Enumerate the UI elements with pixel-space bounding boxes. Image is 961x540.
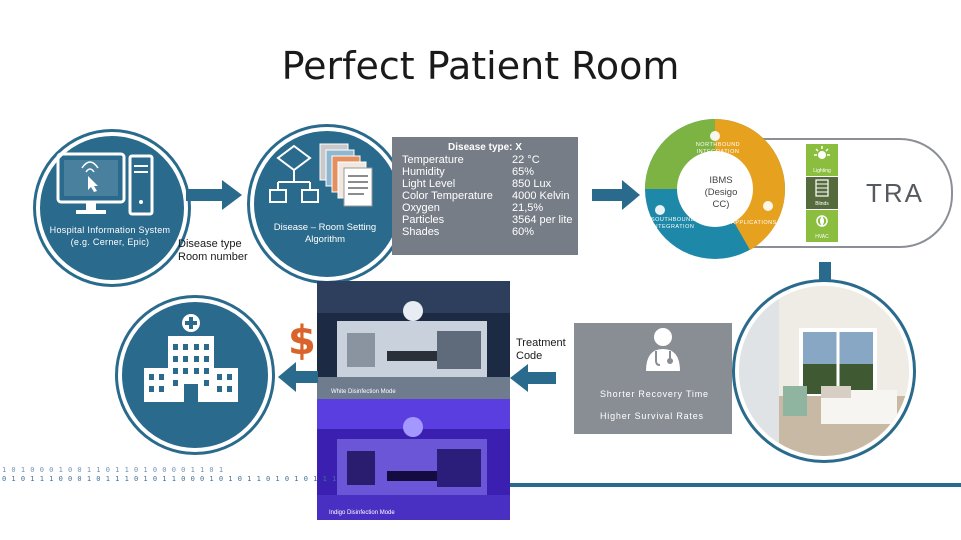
indigo-mode-caption: Indigo Disinfection Mode xyxy=(329,510,395,516)
southbound-label: SOUTHBOUND INTEGRATION xyxy=(650,217,696,230)
white-disinfection-photo: White Disinfection Mode xyxy=(317,281,510,399)
settings-title: Disease type: X xyxy=(448,142,522,153)
white-mode-caption: White Disinfection Mode xyxy=(331,389,396,395)
computer-icon xyxy=(56,152,154,216)
his-circle xyxy=(36,132,188,284)
hvac-icon xyxy=(816,215,828,227)
outcome-survival: Higher Survival Rates xyxy=(600,411,704,421)
patient-room-photo xyxy=(735,282,913,460)
ibms-ring-backdrop xyxy=(706,138,953,248)
his-label: Hospital Information System (e.g. Cerner… xyxy=(49,225,171,247)
footer-rule xyxy=(510,483,961,487)
arrow-left-icon xyxy=(278,362,318,392)
hospital-building-icon xyxy=(144,314,238,402)
hvac-tile: HVAC xyxy=(806,210,838,242)
lighting-tile: Lighting xyxy=(806,144,838,176)
blinds-tile: Blinds xyxy=(806,177,838,209)
outcomes-panel xyxy=(574,323,732,434)
disease-input-label: Disease type Room number xyxy=(178,238,248,263)
lighting-icon xyxy=(814,146,830,159)
page-title: Perfect Patient Room xyxy=(281,44,680,88)
arrow-left-icon xyxy=(510,364,556,392)
flowchart-documents-icon xyxy=(269,143,373,207)
arrow-right-icon xyxy=(592,180,640,210)
doctor-icon xyxy=(646,328,680,371)
blinds-icon xyxy=(815,179,829,197)
indigo-disinfection-photo: Indigo Disinfection Mode xyxy=(317,399,510,520)
binary-code-line: 1 0 1 0 0 0 1 0 0 1 1 0 1 1 0 1 0 0 0 0 … xyxy=(2,466,224,474)
dollar-sign: $ xyxy=(288,318,316,364)
algorithm-label: Disease – Room Setting Algorithm xyxy=(273,222,377,245)
tra-label: TRA xyxy=(866,178,924,208)
binary-code-line: 0 1 0 1 1 1 0 0 0 1 0 1 1 1 0 1 0 1 1 0 … xyxy=(2,475,337,483)
northbound-label: NORTHBOUND INTEGRATION xyxy=(695,142,741,155)
applications-label: APPLICATIONS xyxy=(731,220,777,226)
ibms-center-label: IBMS (Desigo CC) xyxy=(704,175,738,210)
ibms-ring xyxy=(645,119,786,259)
outcome-recovery: Shorter Recovery Time xyxy=(600,389,709,399)
arrow-right-icon xyxy=(186,180,242,210)
treatment-code-label: Treatment Code xyxy=(516,337,566,362)
